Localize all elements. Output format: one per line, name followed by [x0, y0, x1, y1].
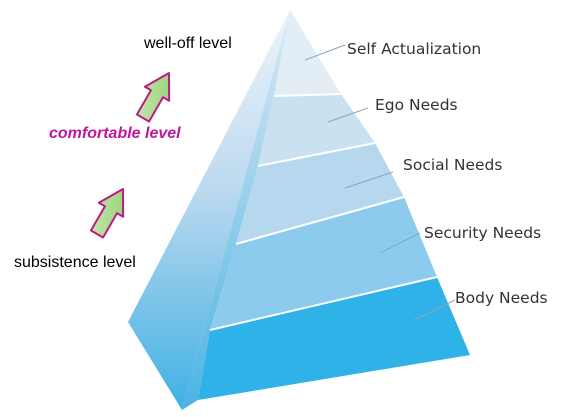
- band-dividers: [209, 93, 438, 331]
- pyramid-left-face: [128, 10, 290, 410]
- level-label-self-actualization: Self Actualization: [347, 40, 481, 58]
- up-arrow-icon: [89, 187, 125, 239]
- pyramid-band-security-needs: [210, 197, 437, 330]
- leader-lines: [304, 44, 456, 321]
- up-arrow-icon: [135, 71, 171, 123]
- well-off-level-label: well-off level: [143, 35, 232, 52]
- level-label-security-needs: Security Needs: [424, 224, 541, 242]
- subsistence-level-label: subsistence level: [14, 254, 136, 271]
- pyramid-band-social-needs: [236, 143, 404, 244]
- level-label-ego-needs: Ego Needs: [375, 96, 458, 114]
- level-label-social-needs: Social Needs: [403, 156, 502, 174]
- pyramid-band-self-actualization: [274, 10, 341, 96]
- level-label-body-needs: Body Needs: [455, 289, 548, 307]
- pyramid-band-body-needs: [198, 277, 470, 400]
- comfortable-level-label: comfortable level: [49, 125, 181, 142]
- pyramid-edge-strip: [182, 10, 290, 410]
